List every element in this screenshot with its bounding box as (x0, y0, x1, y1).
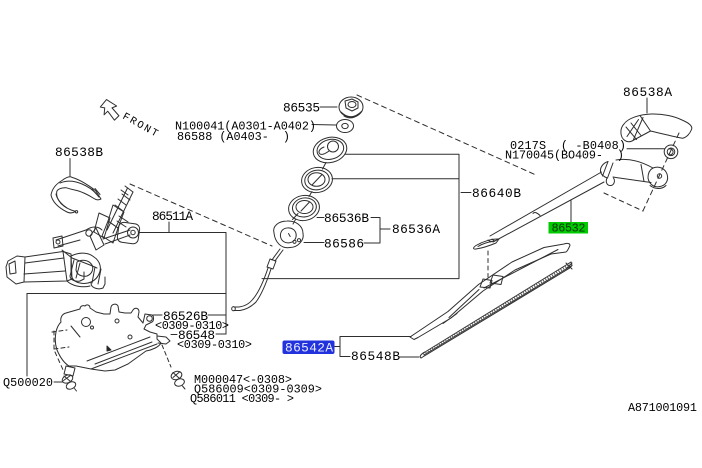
svg-text:86548: 86548 (178, 328, 215, 343)
svg-text:FRONT: FRONT (120, 111, 161, 141)
svg-text:86526B: 86526B (163, 309, 208, 324)
svg-text:0217S ( -B0408): 0217S ( -B0408) (510, 139, 626, 153)
svg-text:86588 (A0403- ): 86588 (A0403- ) (177, 130, 290, 144)
svg-text:86586: 86586 (324, 237, 364, 252)
svg-text:<0309-0310>: <0309-0310> (177, 338, 252, 352)
svg-text:86511A: 86511A (152, 209, 193, 224)
svg-text:Q586011 <0309- >: Q586011 <0309- > (190, 392, 294, 406)
svg-text:N170045(BO409- ): N170045(BO409- ) (505, 149, 624, 163)
svg-text:86538A: 86538A (623, 85, 672, 100)
svg-text:86536B: 86536B (324, 211, 369, 226)
svg-text:<0309-0310>: <0309-0310> (155, 319, 229, 333)
svg-text:M000047<-0308>: M000047<-0308> (194, 373, 292, 387)
svg-text:86640B: 86640B (472, 186, 521, 201)
svg-text:N100041(A0301-A0402): N100041(A0301-A0402) (175, 120, 316, 134)
svg-text:86538B: 86538B (55, 145, 103, 160)
svg-text:Q500020: Q500020 (3, 376, 53, 390)
svg-text:86532: 86532 (552, 222, 586, 236)
svg-text:86548B: 86548B (351, 349, 400, 364)
svg-text:86535: 86535 (283, 101, 320, 116)
svg-text:86542A: 86542A (285, 341, 333, 356)
svg-text:Q586009<0309-0309>: Q586009<0309-0309> (194, 383, 322, 397)
svg-text:86536A: 86536A (392, 222, 440, 237)
svg-text:A871001091: A871001091 (628, 401, 697, 415)
